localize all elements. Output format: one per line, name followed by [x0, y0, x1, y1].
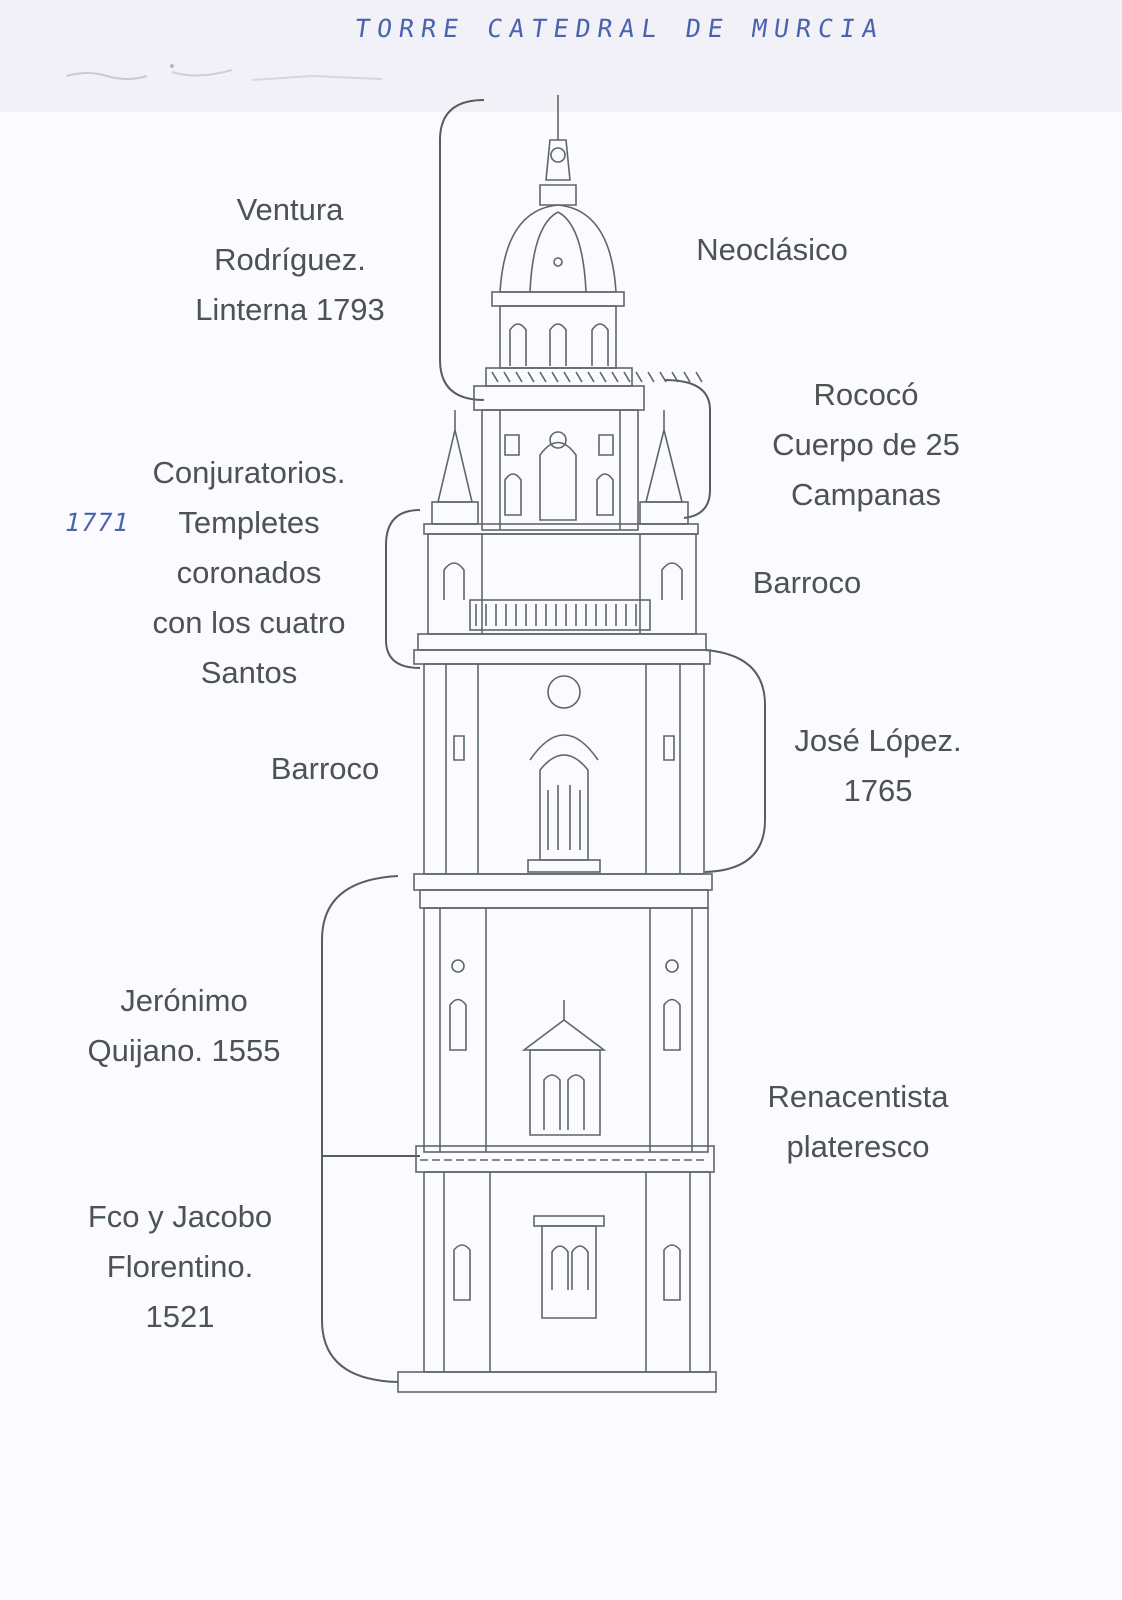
label-jose-lopez: José López. 1765: [794, 723, 962, 808]
paper-sheet: [0, 112, 1122, 1600]
bracket-lantern: [439, 99, 485, 401]
label-barroco-left: Barroco: [270, 751, 380, 786]
bracket-jose-lopez: [704, 649, 766, 873]
label-neoclasico: Neoclásico: [696, 232, 848, 267]
scribble-marks: [66, 64, 383, 81]
label-rococo: Rococó Cuerpo de 25 Campanas: [772, 377, 960, 512]
bracket-renaissance: [321, 875, 399, 1383]
label-barroco-right: Barroco: [752, 565, 862, 600]
label-conjuratorios: Conjuratorios. Templetes coronados con l…: [152, 455, 346, 690]
paper-header-strip: [0, 0, 1122, 118]
label-jeronimo-quijano: Jerónimo Quijano. 1555: [87, 983, 281, 1068]
label-florentino: Fco y Jacobo Florentino. 1521: [87, 1199, 273, 1334]
label-renacentista: Renacentista plateresco: [767, 1079, 949, 1164]
bracket-conjuratorios: [385, 509, 421, 669]
label-ventura-rodriguez: Ventura Rodríguez. Linterna 1793: [195, 192, 385, 327]
bracket-rococo: [664, 379, 711, 519]
tower-drawing: [397, 95, 717, 1393]
